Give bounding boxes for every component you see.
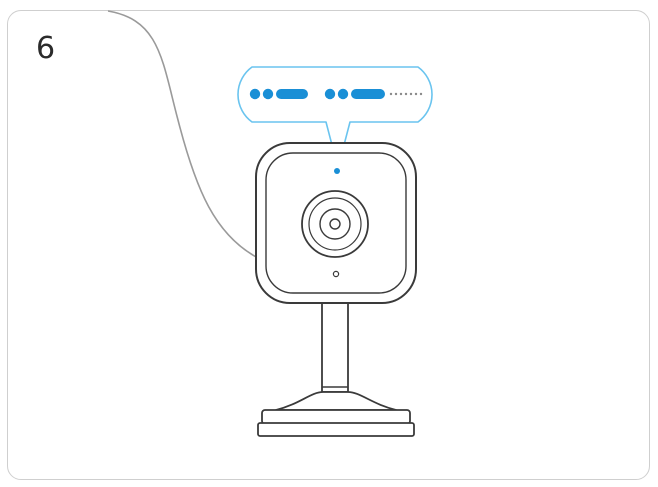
camera-stand [258,392,414,436]
lens [302,191,368,257]
microphone-hole [333,271,338,276]
led-dash [351,89,385,99]
stand-neck [322,300,348,392]
led-dot [263,89,273,99]
led-dash [276,89,308,99]
status-led [334,168,340,174]
led-dot [338,89,348,99]
led-dot [250,89,260,99]
cable [108,11,258,258]
led-dot [325,89,335,99]
